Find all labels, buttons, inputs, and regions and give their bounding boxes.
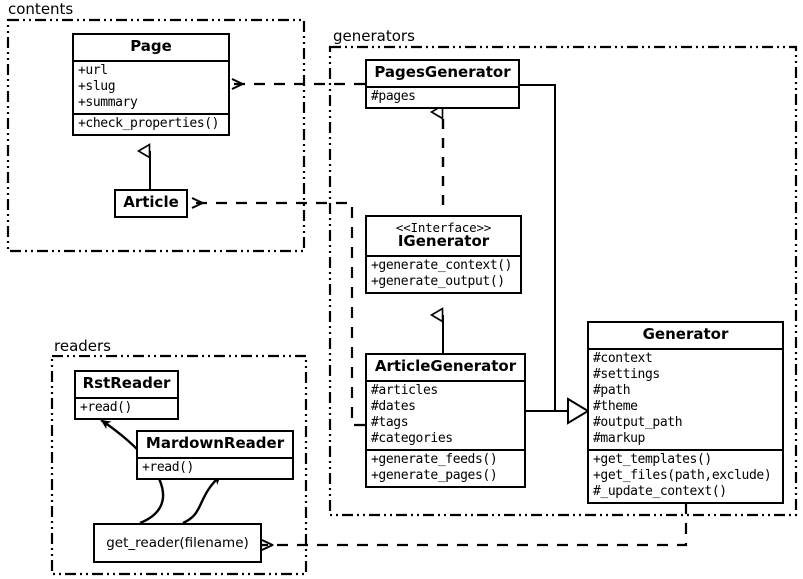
class-title-generator: Generator	[642, 325, 729, 343]
class-attribute: #markup	[593, 430, 645, 446]
class-method: +get_files(path,exclude)	[593, 467, 772, 483]
class-name-igenerator: IGenerator	[397, 232, 490, 251]
class-method: +generate_pages()	[371, 467, 498, 483]
class-box-pages-generator[interactable]: PagesGenerator #pages	[365, 59, 520, 109]
class-attribute: #tags	[371, 414, 409, 430]
function-label-get-reader: get_reader(filename)	[106, 535, 249, 551]
class-attribute: +url	[78, 62, 108, 78]
class-method: +generate_output()	[371, 273, 505, 289]
class-attribute: #articles	[371, 382, 438, 398]
relation-articlegenerator-depends-article	[192, 203, 365, 427]
relation-get-reader-creates-rstreader	[100, 419, 165, 525]
class-attribute: #categories	[371, 430, 453, 446]
class-attributes-generator: #context #settings #path #theme #output_…	[589, 347, 782, 449]
class-attribute: #output_path	[593, 414, 683, 430]
class-attribute: #context	[593, 350, 653, 366]
package-border-generators	[328, 45, 798, 517]
class-method: +generate_feeds()	[371, 451, 498, 467]
class-attribute: #pages	[371, 88, 416, 104]
class-attributes-pages-generator: #pages	[367, 85, 518, 107]
class-title-article-generator: ArticleGenerator	[374, 357, 517, 375]
class-title-rst-reader: RstReader	[82, 374, 171, 392]
class-box-mardown-reader[interactable]: MardownReader +read()	[136, 430, 294, 480]
class-attribute: +summary	[78, 94, 138, 110]
relation-get-reader-creates-mardownreader	[182, 474, 222, 525]
class-box-article[interactable]: Article	[114, 189, 188, 218]
class-method: +read()	[80, 399, 132, 415]
class-methods-generator: +get_templates() +get_files(path,exclude…	[589, 448, 782, 502]
class-box-page[interactable]: Page +url +slug +summary +check_properti…	[72, 33, 230, 136]
package-label-contents: contents	[6, 0, 76, 18]
class-attribute: #dates	[371, 398, 416, 414]
class-attribute: #settings	[593, 366, 660, 382]
class-attribute: #theme	[593, 398, 638, 414]
class-title-pages-generator: PagesGenerator	[374, 63, 511, 81]
package-label-readers: readers	[52, 337, 113, 355]
class-method: #_update_context()	[593, 483, 727, 499]
class-title-igenerator: <<Interface>> IGenerator	[367, 217, 520, 255]
package-label-generators: generators	[331, 27, 417, 45]
class-method: +check_properties()	[78, 115, 220, 131]
relation-pagesgenerator-inherits-generator	[519, 84, 568, 412]
class-method: +read()	[142, 459, 194, 475]
class-box-article-generator[interactable]: ArticleGenerator #articles #dates #tags …	[365, 353, 526, 488]
class-methods-page: +check_properties()	[74, 112, 228, 134]
class-methods-article-generator: +generate_feeds() +generate_pages()	[367, 448, 524, 486]
class-title-page: Page	[130, 37, 172, 55]
class-box-rst-reader[interactable]: RstReader +read()	[74, 370, 179, 420]
class-attribute: +slug	[78, 78, 116, 94]
class-box-generator[interactable]: Generator #context #settings #path #them…	[587, 321, 784, 504]
class-title-article: Article	[123, 193, 179, 211]
relation-generator-depends-get-reader	[262, 503, 688, 545]
class-title-mardown-reader: MardownReader	[145, 434, 285, 452]
class-method: +generate_context()	[371, 257, 513, 273]
function-box-get-reader[interactable]: get_reader(filename)	[93, 523, 262, 563]
generalization-arrowhead-generator	[567, 397, 590, 425]
class-attribute: #path	[593, 382, 631, 398]
class-method: +get_templates()	[593, 451, 712, 467]
class-stereotype-igenerator: <<Interface>>	[395, 220, 492, 235]
class-methods-igenerator: +generate_context() +generate_output()	[367, 254, 520, 292]
class-methods-rst-reader: +read()	[76, 396, 177, 418]
class-attributes-page: +url +slug +summary	[74, 59, 228, 113]
package-border-contents	[6, 18, 306, 253]
package-border-readers	[50, 354, 308, 576]
class-box-igenerator[interactable]: <<Interface>> IGenerator +generate_conte…	[365, 215, 522, 294]
class-methods-mardown-reader: +read()	[138, 456, 292, 478]
class-attributes-article-generator: #articles #dates #tags #categories	[367, 379, 524, 449]
